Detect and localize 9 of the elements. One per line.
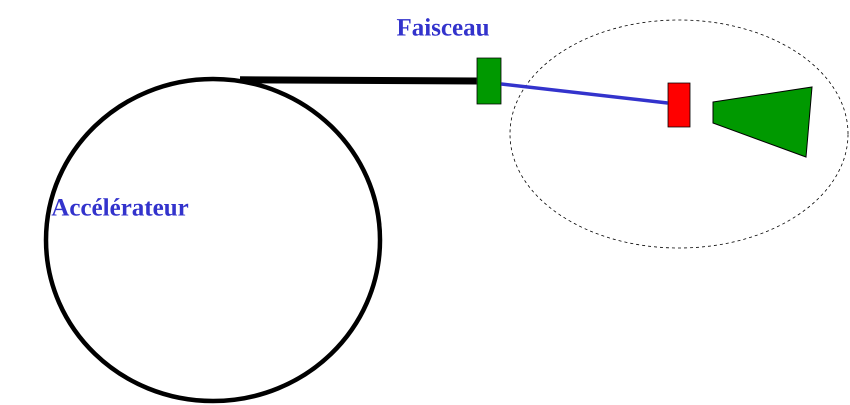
detector-cone: [712, 86, 813, 158]
text-label: Faisceau: [396, 18, 489, 36]
text-label: Accélérateur: [52, 198, 188, 216]
accelerator-ring: [44, 76, 382, 404]
connecting-line: [240, 76, 477, 84]
connecting-line: [501, 82, 668, 105]
detector-region: [510, 20, 848, 248]
target-block: [668, 82, 690, 128]
beam-block: [476, 58, 502, 104]
